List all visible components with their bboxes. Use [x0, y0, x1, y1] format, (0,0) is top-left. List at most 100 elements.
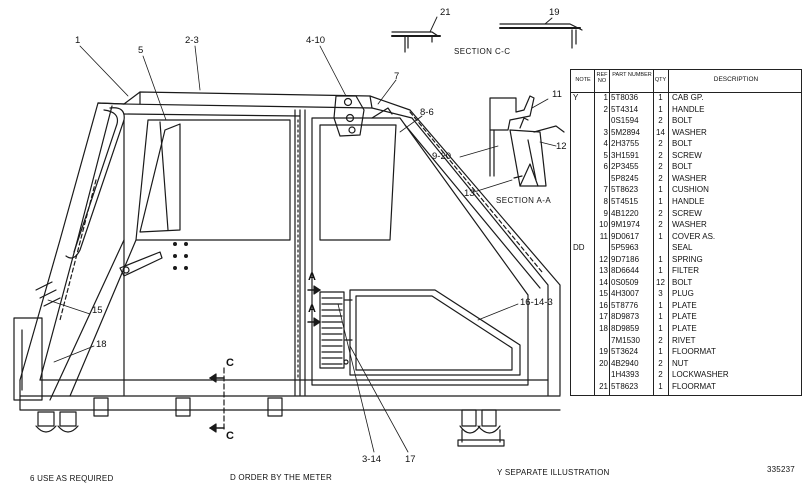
cell-part: 5T3624 — [611, 347, 639, 357]
cell-part: 5T8623 — [611, 185, 639, 195]
cell-desc: WASHER — [672, 220, 707, 230]
cell-ref: 17 — [599, 312, 608, 322]
cell-desc: CUSHION — [672, 185, 709, 195]
callout-9-20: 9-20 — [432, 151, 452, 162]
cell-ref: 4 — [603, 139, 608, 149]
door-latch-assembly — [333, 95, 365, 137]
callout-3-14: 3-14 — [362, 454, 382, 465]
cell-ref: 12 — [599, 254, 608, 264]
cell-part: 5M2894 — [611, 127, 640, 137]
cell-qty: 1 — [658, 312, 663, 322]
cell-desc: SCREW — [672, 150, 702, 160]
cell-qty: 1 — [658, 93, 663, 102]
cell-qty: 2 — [658, 335, 663, 345]
section-c-marker — [209, 367, 225, 433]
cell-qty: 1 — [658, 381, 663, 391]
mount-feet — [35, 397, 505, 447]
cell-ref: 7 — [603, 185, 608, 195]
section-cc-label: SECTION C-C — [454, 47, 511, 56]
cell-part: 5P5963 — [611, 243, 639, 253]
cell-part: 5T8036 — [611, 93, 639, 102]
cell-part: 4B2940 — [611, 358, 639, 368]
callout-15: 15 — [92, 305, 103, 316]
cell-ref: 9 — [603, 208, 608, 218]
drawing-number: 335237 — [767, 465, 795, 474]
cell-desc: FILTER — [672, 266, 699, 276]
cell-qty: 1 — [658, 254, 663, 264]
cell-desc: RIVET — [672, 335, 696, 345]
cell-part: 8D9859 — [611, 324, 640, 333]
note-use-as-required: 6 USE AS REQUIRED — [30, 474, 114, 483]
cell-qty: 2 — [658, 162, 663, 172]
cell-note: DD — [573, 243, 585, 253]
callout-4-10: 4-10 — [306, 35, 326, 46]
cell-qty: 3 — [658, 289, 663, 299]
marker-a-lower: A — [308, 303, 316, 315]
cell-part: 2P3455 — [611, 162, 639, 172]
cell-desc: PLATE — [672, 312, 697, 322]
header-note: NOTE — [575, 77, 591, 83]
cell-qty: 2 — [658, 208, 663, 218]
filter-grille — [319, 291, 353, 369]
cell-ref: 8 — [603, 196, 608, 206]
cell-desc: BOLT — [672, 162, 693, 172]
cell-part: 0S1594 — [611, 116, 639, 126]
header-part: PART NUMBER — [612, 72, 652, 78]
cell-desc: WASHER — [672, 127, 707, 137]
cell-qty: 2 — [658, 220, 663, 230]
callout-1: 1 — [75, 35, 81, 46]
cell-desc: WASHER — [672, 173, 707, 183]
cell-ref: 18 — [599, 324, 608, 333]
cell-qty: 2 — [658, 139, 663, 149]
cell-part: 5P8245 — [611, 173, 639, 183]
section-a-marker — [307, 285, 321, 327]
cab-frame — [13, 91, 561, 411]
cell-desc: COVER AS. — [672, 231, 716, 241]
callout-17: 17 — [405, 454, 416, 465]
cell-note: Y — [573, 93, 579, 102]
cell-desc: SPRING — [672, 254, 703, 264]
cell-qty: 1 — [658, 231, 663, 241]
callout-18: 18 — [96, 339, 107, 350]
cell-qty: 1 — [658, 185, 663, 195]
parts-table-header: NOTE REF NO PART NUMBER QTY DESCRIPTION — [571, 70, 801, 93]
cell-desc: SCREW — [672, 208, 702, 218]
cell-qty: 2 — [658, 173, 663, 183]
cell-ref: 3 — [603, 127, 608, 137]
cell-ref: 1 — [603, 93, 608, 102]
marker-c-lower: C — [226, 430, 234, 442]
cell-part: 0S0509 — [611, 277, 639, 287]
cell-qty: 1 — [658, 266, 663, 276]
cell-qty: 14 — [656, 127, 665, 137]
marker-a-upper: A — [308, 271, 316, 283]
section-19-detail — [499, 23, 583, 49]
cell-qty: 12 — [656, 277, 665, 287]
cell-part: 8D6644 — [611, 266, 640, 276]
callout-2-3: 2-3 — [185, 35, 199, 46]
callout-13: 13 — [464, 188, 475, 199]
callout-5: 5 — [138, 45, 144, 56]
parts-table: NOTE REF NO PART NUMBER QTY DESCRIPTION … — [570, 69, 802, 396]
cell-ref: 6 — [603, 162, 608, 172]
cell-qty: 2 — [658, 116, 663, 126]
cell-qty: 1 — [658, 324, 663, 333]
callout-12: 12 — [556, 141, 567, 152]
cell-part: 4H3007 — [611, 289, 640, 299]
cell-ref: 13 — [599, 266, 608, 276]
section-aa-detail — [489, 95, 565, 187]
cell-part: 5T8623 — [611, 381, 639, 391]
